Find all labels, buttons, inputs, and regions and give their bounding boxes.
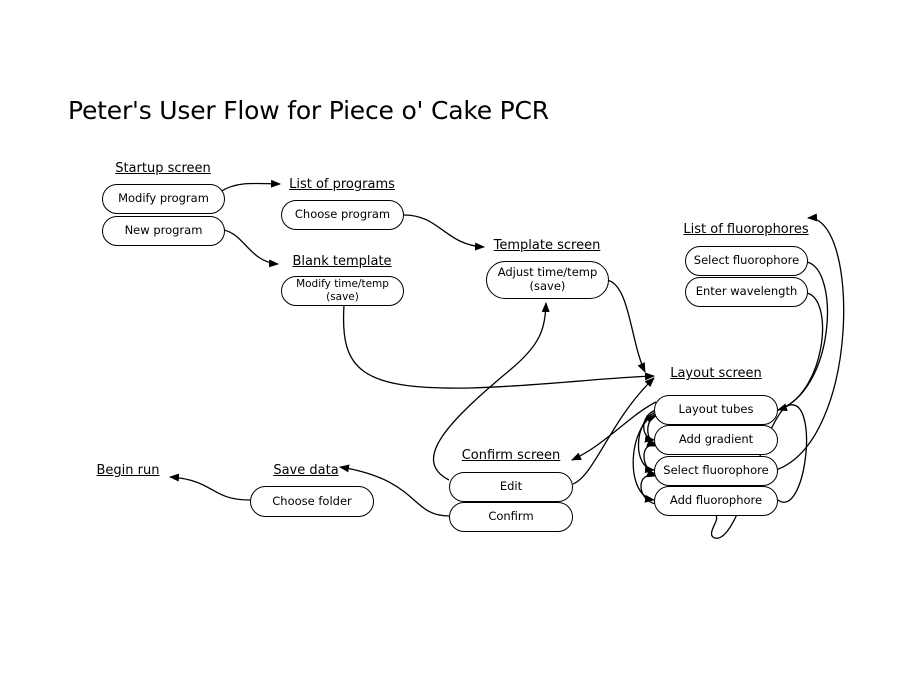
arrow-enter-wavelength-to-layout [777, 292, 824, 412]
layout-tubes-label: Layout tubes [678, 402, 754, 417]
select-fluorophore-list-label: Select fluorophore [693, 253, 800, 268]
select-fluorophore-layout-label: Select fluorophore [663, 463, 769, 478]
save-data-heading: Save data [273, 463, 339, 478]
layout-screen-heading: Layout screen [670, 366, 762, 381]
arrow-adjust-to-layout [606, 279, 646, 373]
new-program-label: New program [124, 223, 203, 238]
choose-folder-button[interactable]: Choose folder [250, 486, 374, 517]
list-of-fluorophores-heading: List of fluorophores [683, 222, 809, 237]
choose-folder-label: Choose folder [272, 493, 352, 508]
arrow-modify-program-to-list [219, 179, 281, 193]
confirm-button[interactable]: Confirm [449, 502, 573, 532]
choose-program-label: Choose program [294, 207, 391, 222]
confirm-label: Confirm [488, 509, 534, 524]
add-gradient-label: Add gradient [678, 432, 754, 447]
startup-screen-heading: Startup screen [115, 161, 211, 176]
begin-run-heading: Begin run [96, 463, 160, 478]
modify-time-temp-label: Modify time/temp (save) [296, 278, 389, 303]
arrow-confirm-to-save [339, 464, 450, 517]
list-of-programs-heading: List of programs [289, 177, 395, 192]
arrow-layout-to-gradient [643, 409, 657, 443]
arrow-choose-folder-to-begin [169, 473, 251, 501]
modify-program-button[interactable]: Modify program [102, 184, 225, 214]
enter-wavelength-button[interactable]: Enter wavelength [685, 277, 808, 307]
arrow-blank-to-layout [342, 304, 655, 389]
add-fluorophore-label: Add fluorophore [669, 493, 763, 508]
diagram-title: Peter's User Flow for Piece o' Cake PCR [68, 96, 549, 125]
enter-wavelength-label: Enter wavelength [695, 284, 798, 299]
modify-time-temp-button[interactable]: Modify time/temp (save) [281, 276, 404, 306]
arrow-addfluor-back [640, 469, 657, 505]
arrow-choose-program-to-template [403, 214, 485, 251]
select-fluorophore-list-button[interactable]: Select fluorophore [685, 246, 808, 276]
add-fluorophore-button[interactable]: Add fluorophore [654, 486, 778, 516]
select-fluorophore-layout-button[interactable]: Select fluorophore [654, 456, 778, 486]
edit-button[interactable]: Edit [449, 472, 573, 502]
blank-template-heading: Blank template [292, 254, 392, 269]
arrow-select-fluorophore-to-list [775, 213, 845, 471]
template-screen-heading: Template screen [493, 238, 601, 253]
add-gradient-button[interactable]: Add gradient [654, 425, 778, 455]
arrow-layout-to-confirm [571, 401, 657, 461]
adjust-time-temp-label: Adjust time/temp (save) [497, 265, 598, 293]
choose-program-button[interactable]: Choose program [281, 200, 404, 230]
modify-program-label: Modify program [118, 191, 209, 206]
edit-label: Edit [499, 479, 523, 494]
arrow-edit-to-layout [572, 377, 655, 485]
confirm-screen-heading: Confirm screen [461, 448, 561, 463]
arrow-new-program-to-blank [223, 229, 279, 268]
adjust-time-temp-button[interactable]: Adjust time/temp (save) [486, 261, 609, 299]
layout-tubes-button[interactable]: Layout tubes [654, 395, 778, 425]
arrow-edit-to-template [432, 302, 550, 481]
new-program-button[interactable]: New program [102, 216, 225, 246]
